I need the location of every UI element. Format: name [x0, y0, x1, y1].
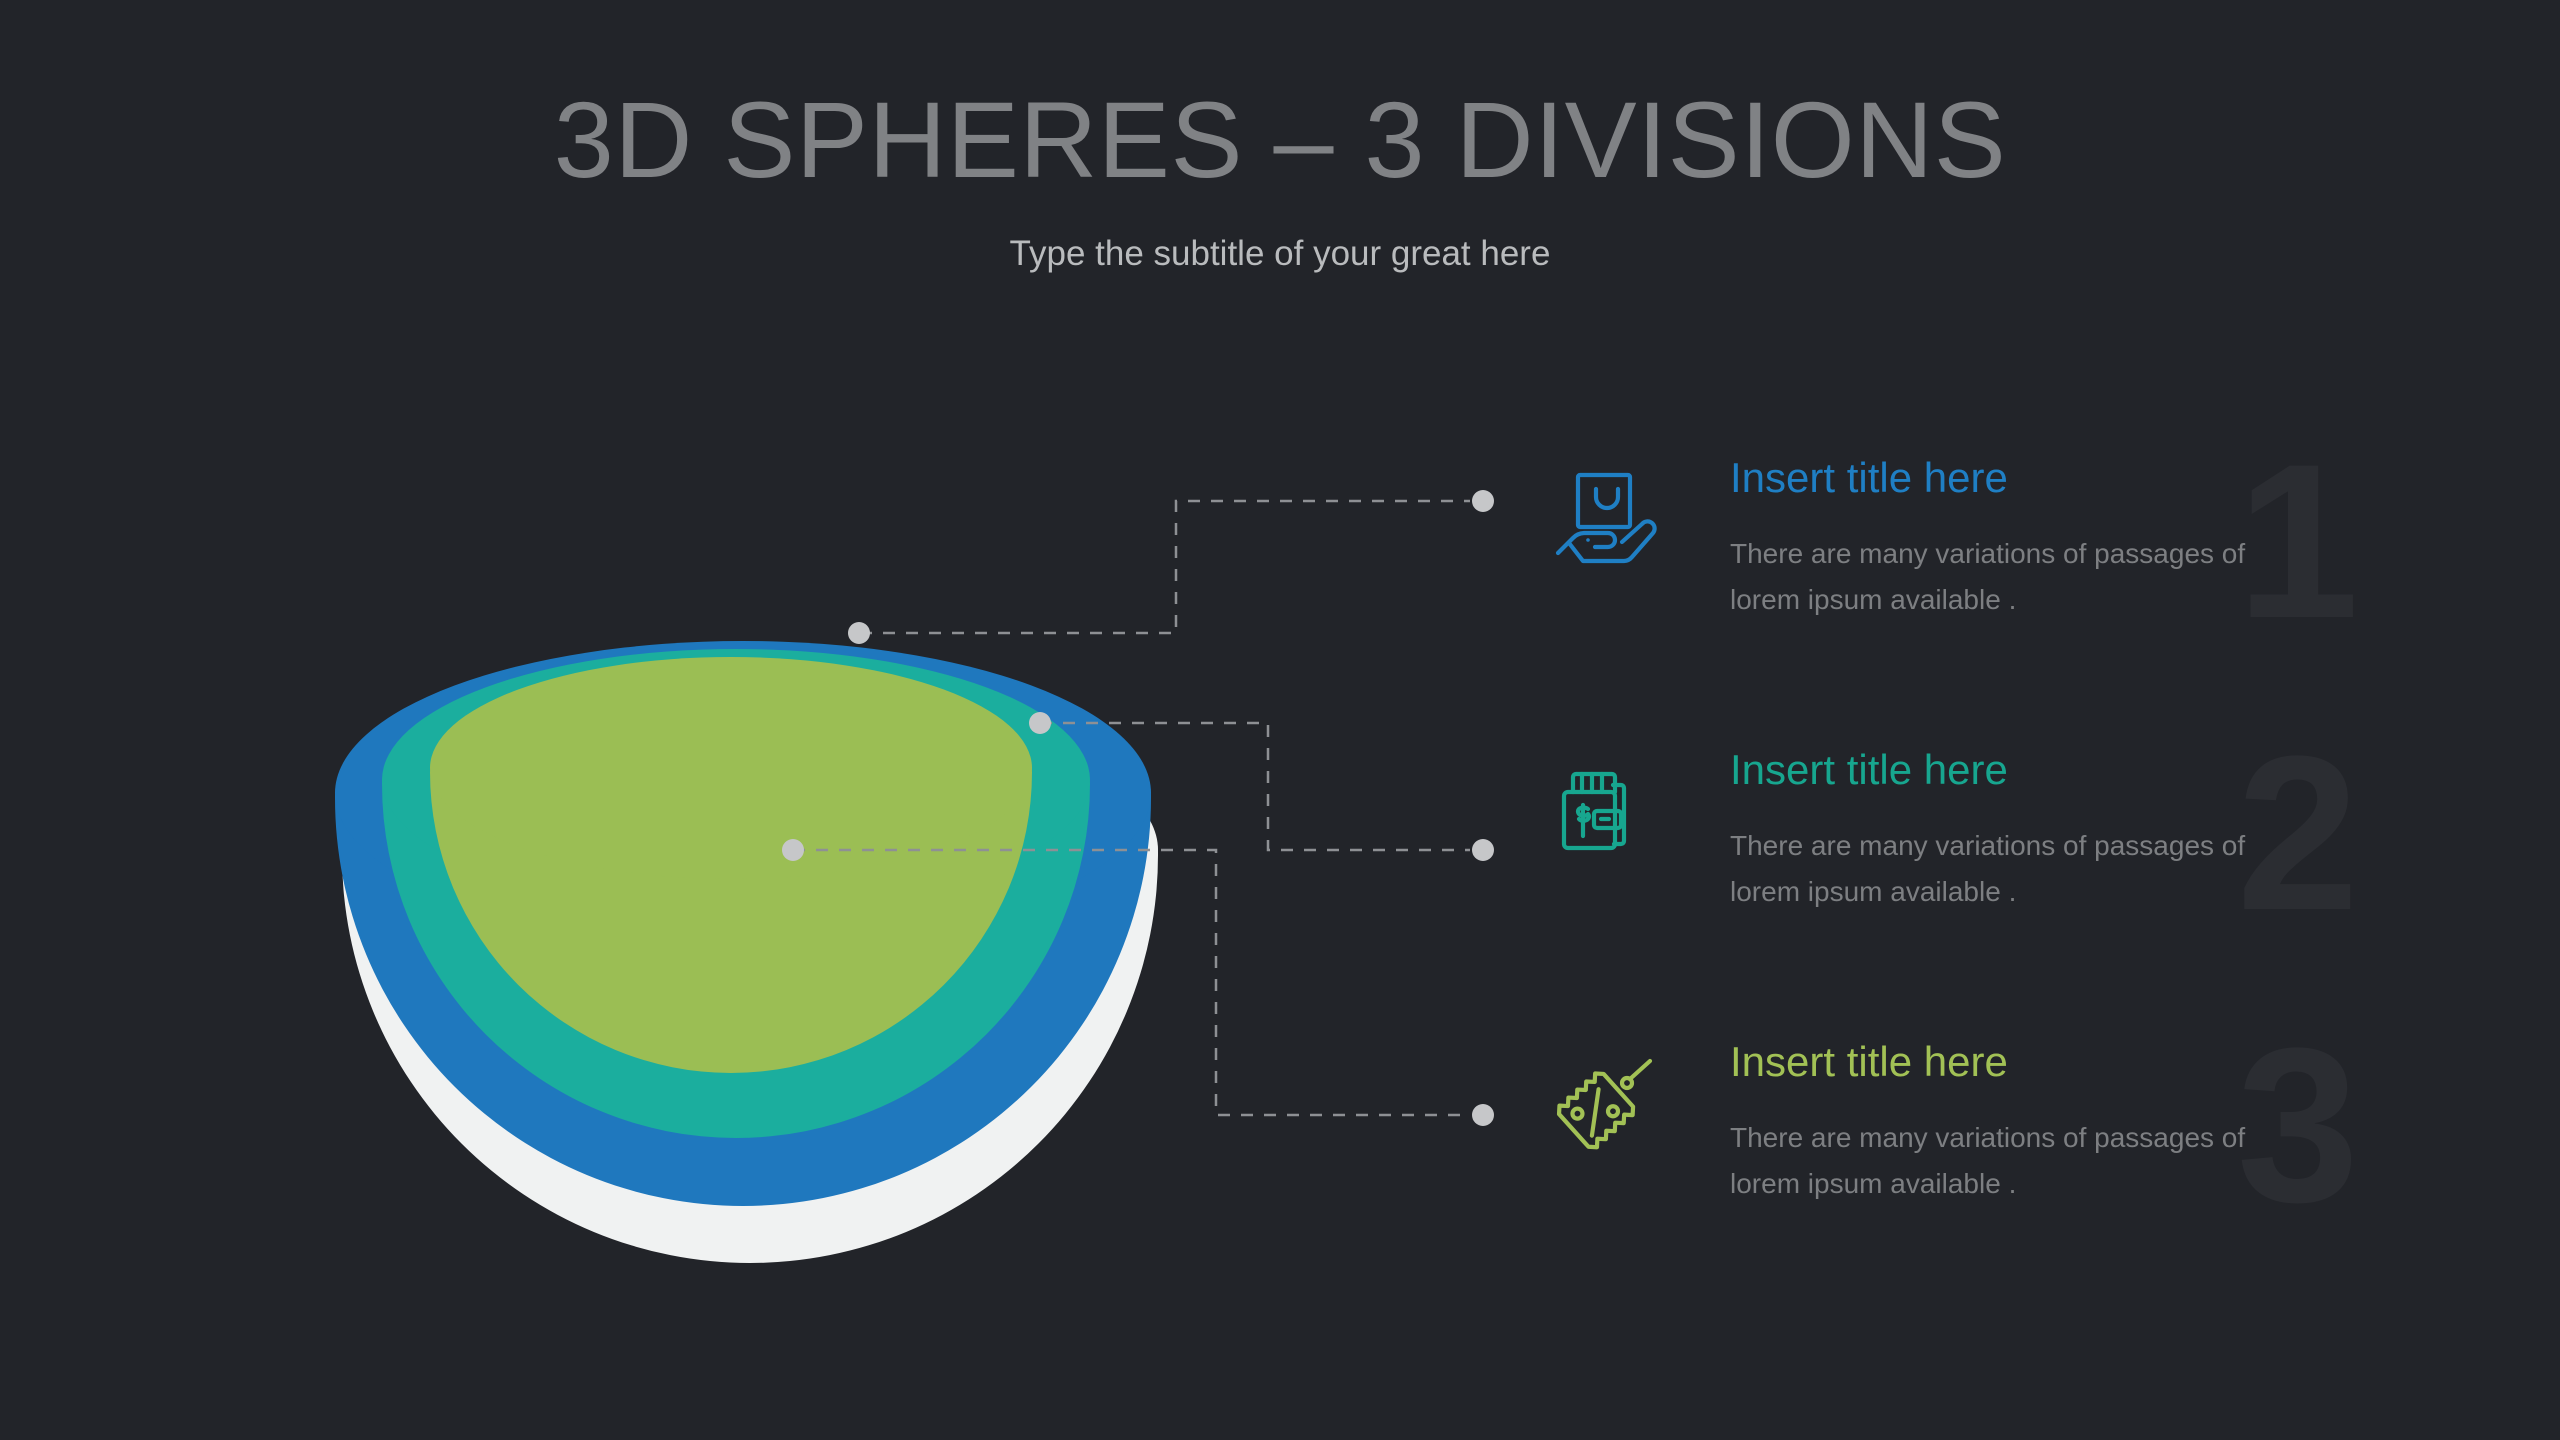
content-item-1[interactable]: 1 Insert title here There are many varia…: [1540, 431, 2500, 747]
sphere-diagram: [320, 600, 1180, 1263]
connector-end-dot-3: [1472, 1104, 1494, 1126]
item-body-1: There are many variations of passages of…: [1730, 538, 2246, 615]
page-subtitle: Type the subtitle of your great here: [1009, 234, 1551, 273]
connector-end-dot-2: [1472, 839, 1494, 861]
content-item-2[interactable]: 2 Insert title here There are many varia…: [1540, 723, 2500, 1039]
item-number-1: 1: [2236, 418, 2359, 664]
item-body-2: There are many variations of passages of…: [1730, 830, 2246, 907]
item-text-2: Insert title here There are many variati…: [1730, 746, 2290, 914]
discount-price-tag-icon: [1552, 1053, 1664, 1157]
item-text-1: Insert title here There are many variati…: [1730, 454, 2290, 622]
hand-holding-shopping-bag-icon: [1552, 469, 1664, 573]
connector-end-dot-1: [1472, 490, 1494, 512]
page-title: 3D SPHERES – 3 DIVISIONS: [553, 79, 2007, 200]
item-number-3: 3: [2236, 1002, 2359, 1248]
slide-header: 3D SPHERES – 3 DIVISIONS Type the subtit…: [0, 0, 2560, 274]
item-title-1: Insert title here: [1730, 454, 2008, 501]
item-title-2: Insert title here: [1730, 746, 2008, 793]
item-body-3: There are many variations of passages of…: [1730, 1122, 2246, 1199]
content-item-3[interactable]: 3 Insert title here There are many varia…: [1540, 1015, 2500, 1331]
wallet-with-money-icon: [1552, 761, 1664, 865]
sphere-svg: [335, 641, 1158, 1263]
item-number-2: 2: [2236, 710, 2359, 956]
content-item-list: 1 Insert title here There are many varia…: [1540, 431, 2500, 1331]
item-text-3: Insert title here There are many variati…: [1730, 1038, 2290, 1206]
item-title-3: Insert title here: [1730, 1038, 2008, 1085]
